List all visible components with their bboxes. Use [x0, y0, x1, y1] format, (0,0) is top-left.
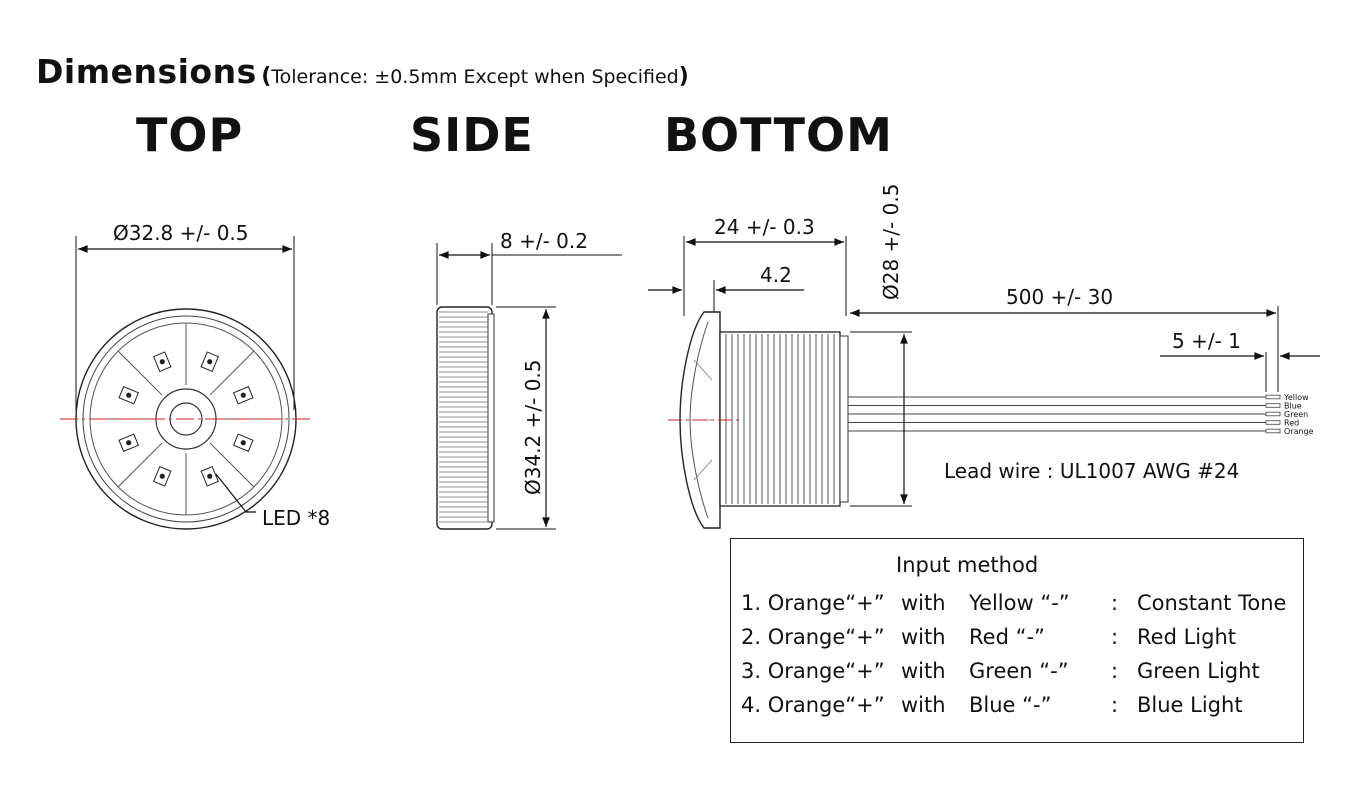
- lead-wire-spec: Lead wire : UL1007 AWG #24: [944, 459, 1239, 483]
- led-mark: [232, 433, 254, 452]
- bottom-length-label: 24 +/- 0.3: [714, 215, 815, 239]
- bottom-thread-lines: [725, 334, 835, 504]
- led-mark: [118, 386, 140, 405]
- wire-strip: [1265, 420, 1281, 425]
- led-mark: [200, 351, 219, 373]
- wire-strip: [1265, 411, 1281, 417]
- heading-title: Dimensions: [36, 52, 257, 91]
- input-method-title: Input method: [896, 553, 1039, 577]
- led-mark: [118, 433, 140, 452]
- side-thickness-label: 8 +/- 0.2: [500, 229, 588, 253]
- wire-strip: [1265, 394, 1281, 400]
- segment-divider: [209, 350, 255, 396]
- side-diameter-label: Ø34.2 +/- 0.5: [521, 359, 545, 495]
- led-callout-label: LED *8: [262, 506, 330, 530]
- wire-strip: [1265, 403, 1281, 408]
- tolerance-note: (Tolerance: ±0.5mm Except when Specified…: [261, 64, 689, 89]
- bottom-diameter-label: Ø28 +/- 0.5: [879, 184, 903, 300]
- dimensions-heading: Dimensions (Tolerance: ±0.5mm Except whe…: [36, 52, 689, 91]
- bottom-flange-label: 4.2: [760, 263, 792, 287]
- segment-divider: [117, 350, 163, 396]
- led-mark: [153, 465, 172, 487]
- side-view: 8 +/- 0.2 Ø34.2 +/- 0.5: [436, 229, 622, 530]
- view-label-top: TOP: [136, 108, 244, 162]
- side-knurl-lines: [439, 311, 488, 523]
- led-mark: [200, 465, 219, 487]
- top-view: Ø32.8 +/- 0.5 LED *8: [60, 221, 330, 530]
- bottom-view: 24 +/- 0.3 4.2 YellowBlueGreenRedOrange …: [648, 184, 1320, 529]
- wire-label: Blue: [1284, 402, 1302, 411]
- wire-strip: [1265, 428, 1281, 434]
- lead-wires: [848, 394, 1281, 434]
- input-method-table: Input method 1. Orange“+” with Yellow “-…: [730, 538, 1304, 743]
- top-diameter-label: Ø32.8 +/- 0.5: [113, 221, 249, 245]
- led-mark: [153, 351, 172, 373]
- wire-label: Yellow: [1283, 393, 1309, 402]
- strip-length-label: 5 +/- 1: [1172, 329, 1241, 353]
- led-mark: [232, 386, 254, 405]
- side-body: [436, 306, 493, 530]
- wire-label: Green: [1284, 410, 1308, 419]
- lead-length-label: 500 +/- 30: [1006, 285, 1113, 309]
- view-label-side: SIDE: [410, 108, 534, 162]
- segment-divider: [117, 442, 163, 488]
- led-leader-line: [215, 473, 256, 513]
- wire-label: Red: [1284, 419, 1299, 428]
- wire-label: Orange: [1284, 427, 1314, 436]
- segment-divider: [209, 442, 255, 488]
- view-label-bottom: BOTTOM: [664, 108, 893, 162]
